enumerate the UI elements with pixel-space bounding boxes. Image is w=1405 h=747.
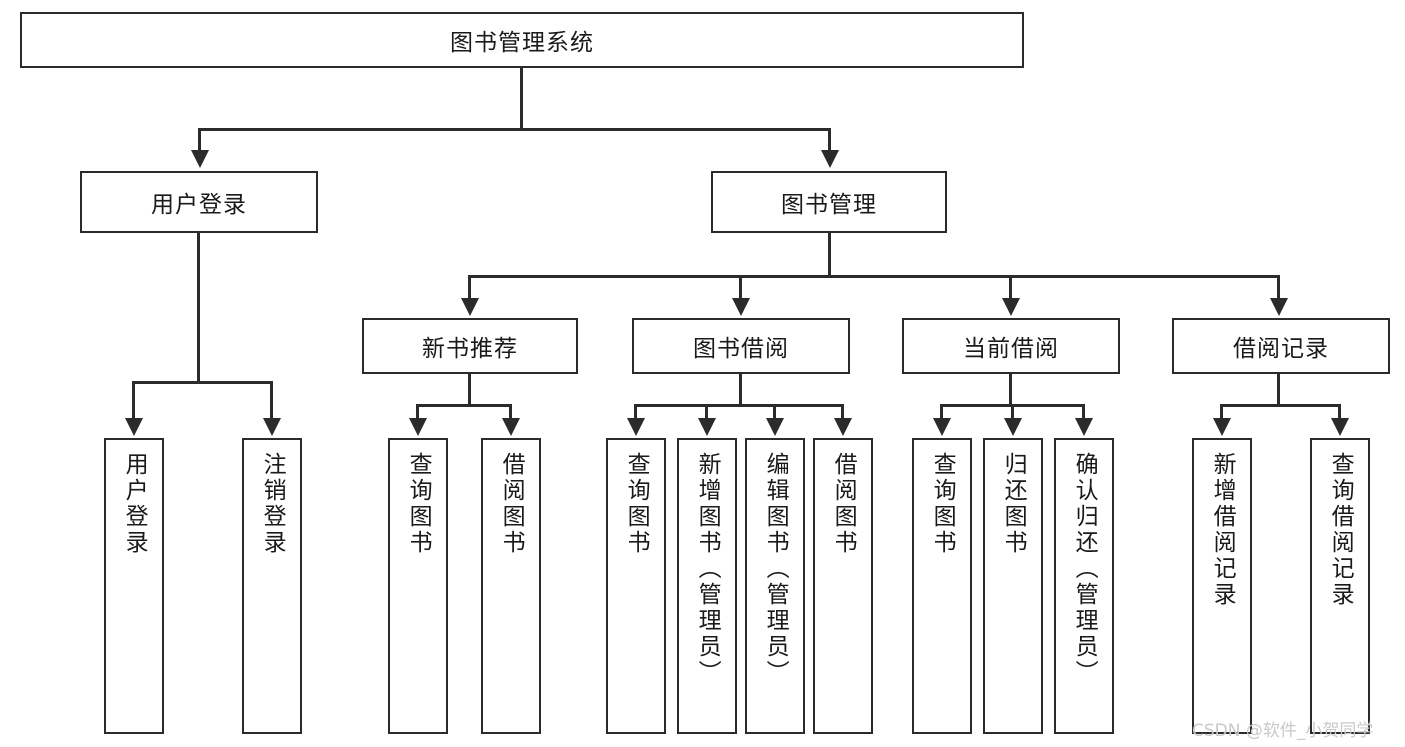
connector-borrowrecord-drop-1 xyxy=(1220,404,1223,420)
connector-userlogin-stem xyxy=(197,233,200,383)
connector-bookborrow-drop-3 xyxy=(773,404,776,420)
connector-root-drop-right xyxy=(828,128,831,152)
arrow-to-leaf-query-record xyxy=(1331,418,1349,436)
node-leaf-borrow-book-1-label: 借阅图书 xyxy=(498,452,525,556)
node-new-book-recommend-label: 新书推荐 xyxy=(422,336,518,362)
arrow-to-book-manage xyxy=(821,150,839,168)
connector-newbook-drop-2 xyxy=(509,404,512,420)
node-leaf-add-book[interactable]: 新增图书（管理员） xyxy=(677,438,737,734)
connector-bookborrow-bus xyxy=(634,404,842,407)
arrow-to-leaf-edit-book xyxy=(766,418,784,436)
node-leaf-edit-book-label: 编辑图书（管理员） xyxy=(762,452,789,686)
node-leaf-user-login[interactable]: 用户登录 xyxy=(104,438,164,734)
connector-userlogin-drop-1 xyxy=(132,381,135,420)
connector-bookmanage-drop-2 xyxy=(739,275,742,300)
connector-newbook-stem xyxy=(468,374,471,406)
connector-borrowrecord-drop-2 xyxy=(1338,404,1341,420)
node-borrow-record-label: 借阅记录 xyxy=(1233,336,1329,362)
node-user-login[interactable]: 用户登录 xyxy=(80,171,318,233)
connector-bookmanage-drop-1 xyxy=(468,275,471,300)
arrow-to-leaf-add-record xyxy=(1213,418,1231,436)
node-borrow-record[interactable]: 借阅记录 xyxy=(1172,318,1390,374)
node-leaf-confirm-return-label: 确认归还（管理员） xyxy=(1071,452,1098,686)
arrow-to-leaf-return-book xyxy=(1004,418,1022,436)
arrow-to-current-borrow xyxy=(1002,298,1020,316)
csdn-watermark: CSDN @软件_小贺同学 xyxy=(1192,721,1374,741)
connector-bookmanage-drop-4 xyxy=(1277,275,1280,300)
node-leaf-query-book-3[interactable]: 查询图书 xyxy=(912,438,972,734)
connector-bookmanage-bus xyxy=(468,275,1280,278)
arrow-to-borrow-record xyxy=(1270,298,1288,316)
node-leaf-confirm-return[interactable]: 确认归还（管理员） xyxy=(1054,438,1114,734)
node-leaf-edit-book[interactable]: 编辑图书（管理员） xyxy=(745,438,805,734)
node-book-borrow[interactable]: 图书借阅 xyxy=(632,318,850,374)
connector-userlogin-drop-2 xyxy=(270,381,273,420)
node-leaf-return-book[interactable]: 归还图书 xyxy=(983,438,1043,734)
node-leaf-user-login-label: 用户登录 xyxy=(121,452,148,556)
node-leaf-borrow-book-2[interactable]: 借阅图书 xyxy=(813,438,873,734)
node-leaf-query-book-2-label: 查询图书 xyxy=(623,452,650,556)
node-leaf-add-record-label: 新增借阅记录 xyxy=(1209,452,1236,608)
connector-bookborrow-drop-1 xyxy=(634,404,637,420)
connector-currentborrow-drop-2 xyxy=(1011,404,1014,420)
connector-root-drop-left xyxy=(198,128,201,152)
connector-borrowrecord-stem xyxy=(1277,374,1280,406)
node-leaf-borrow-book-1[interactable]: 借阅图书 xyxy=(481,438,541,734)
node-leaf-query-record-label: 查询借阅记录 xyxy=(1327,452,1354,608)
connector-currentborrow-drop-3 xyxy=(1082,404,1085,420)
arrow-to-leaf-user-login xyxy=(125,418,143,436)
node-leaf-return-book-label: 归还图书 xyxy=(1000,452,1027,556)
node-leaf-logout-label: 注销登录 xyxy=(259,452,286,556)
connector-currentborrow-drop-1 xyxy=(940,404,943,420)
arrow-to-leaf-query-book-1 xyxy=(409,418,427,436)
arrow-to-leaf-add-book xyxy=(698,418,716,436)
arrow-to-new-book-recommend xyxy=(461,298,479,316)
arrow-to-leaf-logout xyxy=(263,418,281,436)
connector-bookborrow-drop-2 xyxy=(705,404,708,420)
node-book-manage[interactable]: 图书管理 xyxy=(711,171,947,233)
node-book-borrow-label: 图书借阅 xyxy=(693,336,789,362)
node-leaf-add-record[interactable]: 新增借阅记录 xyxy=(1192,438,1252,734)
connector-newbook-bus xyxy=(416,404,511,407)
node-leaf-query-book-2[interactable]: 查询图书 xyxy=(606,438,666,734)
connector-root-stem xyxy=(520,68,523,130)
arrow-to-leaf-query-book-2 xyxy=(627,418,645,436)
connector-bookmanage-stem xyxy=(828,233,831,277)
arrow-to-book-borrow xyxy=(732,298,750,316)
arrow-to-leaf-query-book-3 xyxy=(933,418,951,436)
connector-borrowrecord-bus xyxy=(1220,404,1340,407)
node-leaf-logout[interactable]: 注销登录 xyxy=(242,438,302,734)
arrow-to-leaf-borrow-book-2 xyxy=(834,418,852,436)
node-current-borrow-label: 当前借阅 xyxy=(963,336,1059,362)
node-leaf-query-book-1-label: 查询图书 xyxy=(405,452,432,556)
connector-currentborrow-stem xyxy=(1009,374,1012,406)
node-new-book-recommend[interactable]: 新书推荐 xyxy=(362,318,578,374)
connector-root-bus xyxy=(198,128,830,131)
node-leaf-borrow-book-2-label: 借阅图书 xyxy=(830,452,857,556)
node-current-borrow[interactable]: 当前借阅 xyxy=(902,318,1120,374)
arrow-to-user-login xyxy=(191,150,209,168)
node-leaf-add-book-label: 新增图书（管理员） xyxy=(694,452,721,686)
connector-bookborrow-drop-4 xyxy=(841,404,844,420)
node-root-label: 图书管理系统 xyxy=(450,30,594,56)
arrow-to-leaf-confirm-return xyxy=(1075,418,1093,436)
node-leaf-query-book-1[interactable]: 查询图书 xyxy=(388,438,448,734)
connector-userlogin-bus xyxy=(132,381,270,384)
node-leaf-query-record[interactable]: 查询借阅记录 xyxy=(1310,438,1370,734)
connector-bookmanage-drop-3 xyxy=(1009,275,1012,300)
node-root[interactable]: 图书管理系统 xyxy=(20,12,1024,68)
arrow-to-leaf-borrow-book-1 xyxy=(502,418,520,436)
connector-bookborrow-stem xyxy=(739,374,742,406)
connector-newbook-drop-1 xyxy=(416,404,419,420)
node-leaf-query-book-3-label: 查询图书 xyxy=(929,452,956,556)
node-user-login-label: 用户登录 xyxy=(151,192,247,218)
node-book-manage-label: 图书管理 xyxy=(781,192,877,218)
